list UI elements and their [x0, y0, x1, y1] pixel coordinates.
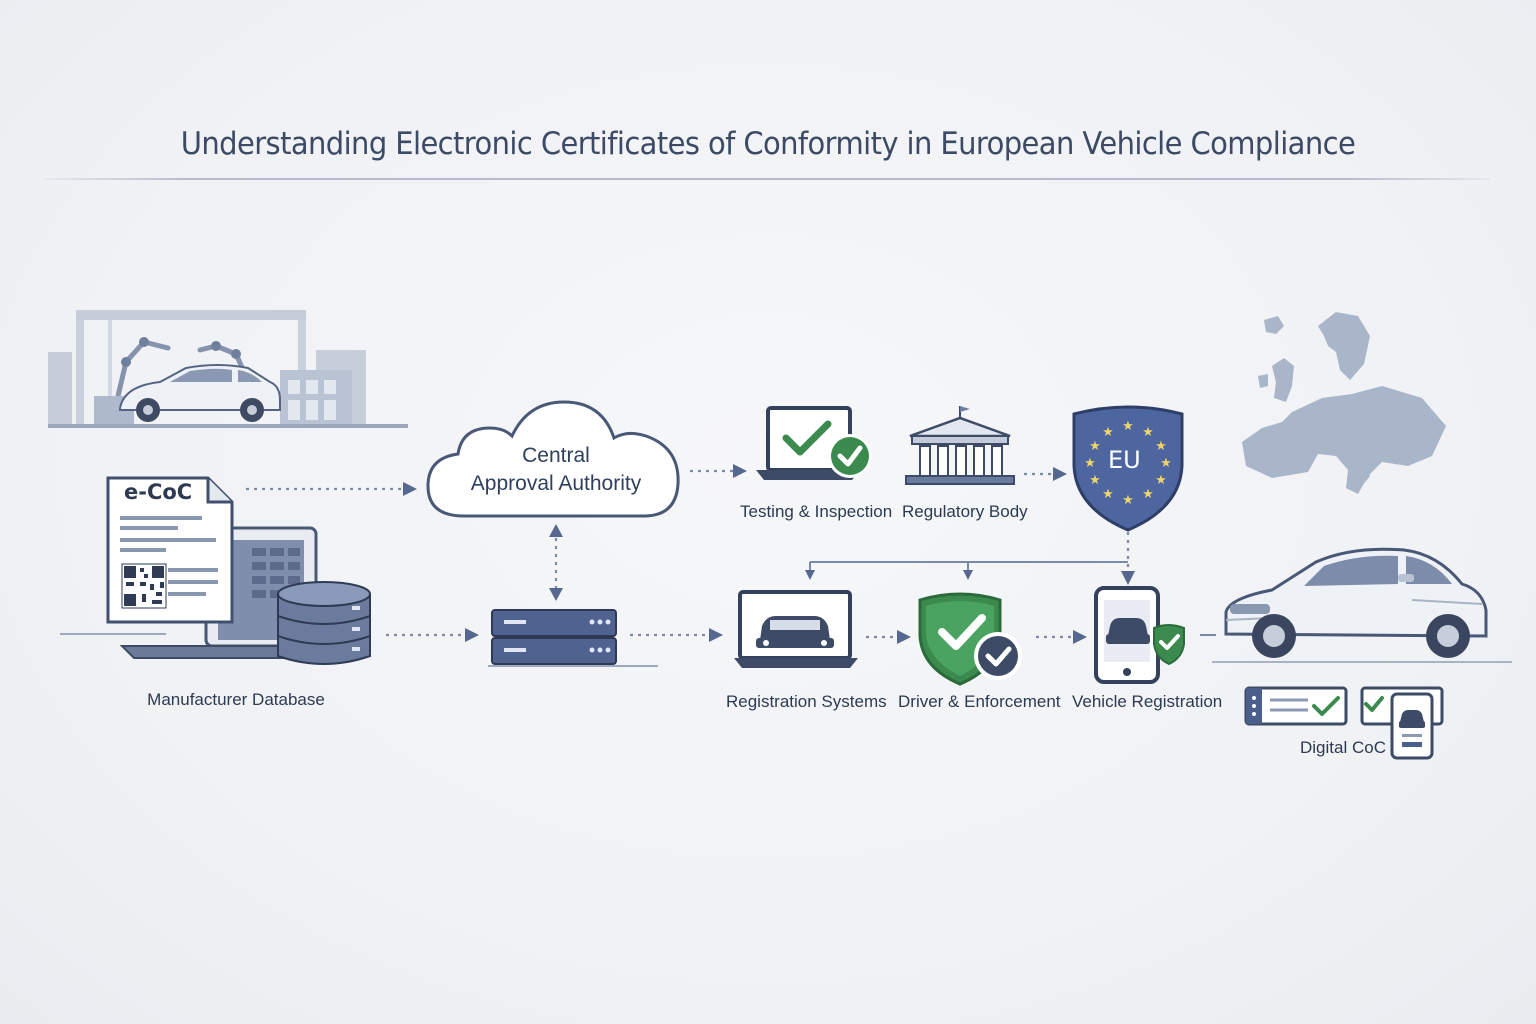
- eu-shield-label: EU: [1108, 446, 1141, 474]
- svg-text:★: ★: [1160, 456, 1172, 471]
- europe-map-icon: [1242, 312, 1446, 494]
- car-icon: [1212, 547, 1512, 663]
- enforcement-shield-icon: [918, 592, 1022, 686]
- svg-text:★: ★: [1155, 439, 1167, 454]
- svg-text:★: ★: [1122, 419, 1134, 434]
- server-icon: [488, 609, 658, 667]
- vehicle-registration-label: Vehicle Registration: [1072, 692, 1223, 711]
- svg-text:★: ★: [1089, 439, 1101, 454]
- svg-text:★: ★: [1155, 473, 1167, 488]
- title-divider: [45, 178, 1490, 180]
- cloud-icon: [426, 400, 680, 518]
- svg-text:★: ★: [1122, 493, 1134, 508]
- svg-text:★: ★: [1084, 456, 1096, 471]
- eu-shield-icon: ★★★★ ★★★★ ★★★★: [1072, 405, 1184, 532]
- phone-registration-icon: [1094, 586, 1185, 684]
- svg-text:★: ★: [1102, 487, 1114, 502]
- registration-systems-label: Registration Systems: [726, 692, 887, 711]
- svg-text:★: ★: [1142, 487, 1154, 502]
- driver-enforcement-label: Driver & Enforcement: [898, 692, 1061, 711]
- building-icon: [905, 406, 1015, 485]
- testing-label: Testing & Inspection: [740, 502, 893, 521]
- digital-coc-label: Digital CoC: [1300, 738, 1386, 757]
- digital-coc-card-icon: [1244, 686, 1444, 760]
- central-label-line1: Central: [522, 444, 590, 467]
- testing-laptop-icon: [756, 406, 872, 480]
- svg-text:★: ★: [1142, 425, 1154, 440]
- page-title: Understanding Electronic Certificates of…: [180, 124, 1356, 162]
- regulatory-label: Regulatory Body: [902, 502, 1028, 521]
- manufacturer-database-label: Manufacturer Database: [147, 690, 325, 709]
- factory-icon: [48, 310, 408, 428]
- central-label-line2: Approval Authority: [470, 472, 642, 495]
- ecoc-document-icon: [60, 476, 371, 665]
- svg-text:★: ★: [1102, 425, 1114, 440]
- svg-text:★: ★: [1089, 473, 1101, 488]
- ecoc-document-label: e-CoC: [124, 480, 193, 504]
- registration-laptop-icon: [734, 590, 858, 668]
